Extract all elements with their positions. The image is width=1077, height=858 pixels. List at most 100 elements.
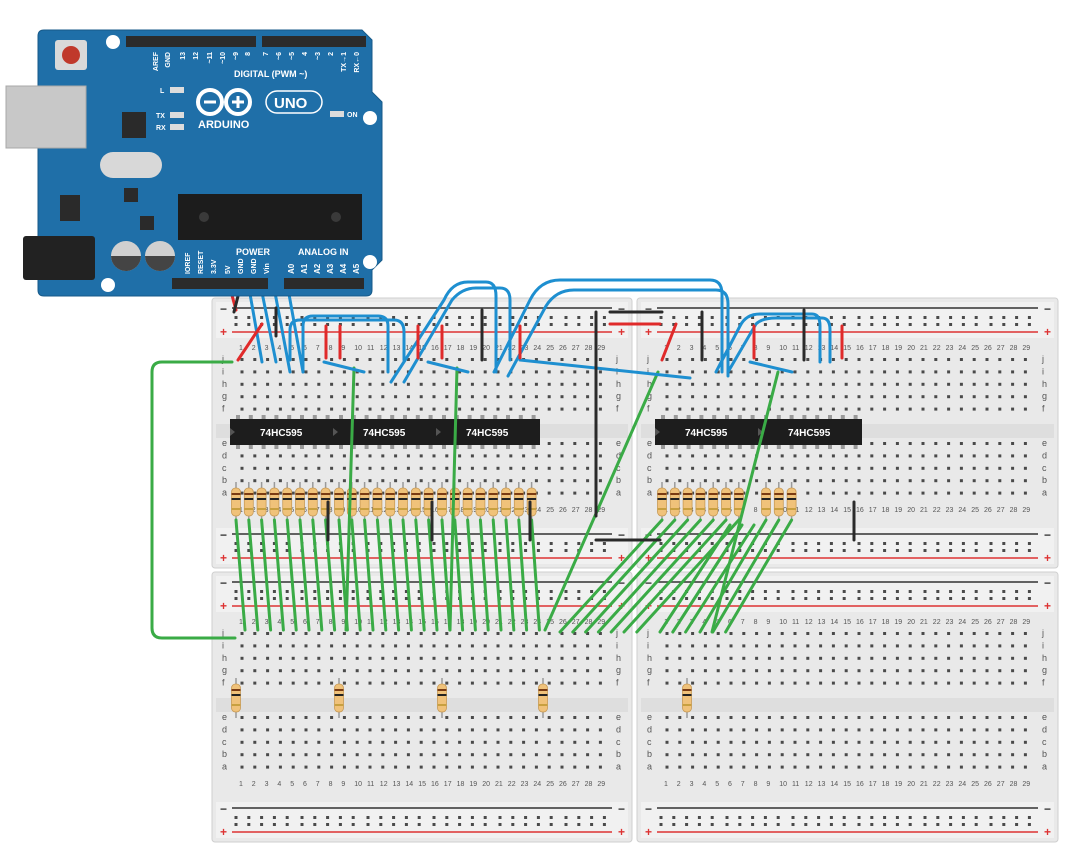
rail-hole: [923, 549, 927, 552]
terminal-hole: [470, 644, 474, 648]
rail-hole: [247, 823, 251, 826]
terminal-hole: [947, 644, 951, 648]
shift-register-chip[interactable]: 74HC595: [655, 415, 759, 449]
terminal-hole: [806, 370, 810, 374]
terminal-hole: [870, 479, 874, 483]
rail-hole: [804, 816, 808, 819]
chip-pin: [789, 445, 794, 449]
terminal-hole: [368, 728, 372, 732]
rail-hole: [524, 323, 528, 326]
terminal-hole: [1023, 753, 1027, 757]
rail-hole: [285, 823, 289, 826]
terminal-hole: [793, 466, 797, 470]
terminal-hole: [857, 491, 861, 495]
terminal-hole: [509, 669, 513, 673]
terminal-hole: [959, 669, 963, 673]
rail-hole: [817, 542, 821, 545]
shift-register-chip[interactable]: 74HC595: [230, 415, 334, 449]
terminal-hole: [355, 370, 359, 374]
terminal-hole: [883, 728, 887, 732]
column-number-label: 11: [792, 345, 799, 352]
rail-hole: [685, 823, 689, 826]
rail-hole: [883, 590, 887, 593]
terminal-hole: [253, 395, 257, 399]
shift-register-chip[interactable]: 74HC595: [758, 415, 862, 449]
shift-register-chip[interactable]: 74HC595: [333, 415, 437, 449]
reset-button-cap[interactable]: [62, 46, 80, 64]
column-number-label: 23: [521, 507, 529, 514]
terminal-hole: [883, 454, 887, 458]
rail-hole: [791, 590, 795, 593]
chip-body: [436, 419, 540, 445]
terminal-hole: [432, 382, 436, 386]
chip-pin: [248, 415, 253, 419]
terminal-hole: [934, 632, 938, 635]
terminal-hole: [985, 491, 989, 495]
terminal-hole: [266, 382, 270, 386]
terminal-hole: [998, 669, 1002, 673]
terminal-hole: [496, 454, 500, 458]
resistor-body: [501, 487, 511, 517]
rail-hole: [260, 549, 264, 552]
column-number-label: 5: [715, 345, 719, 352]
resistor-band: [244, 498, 254, 500]
blue-wire: [288, 318, 406, 362]
column-number-label: 23: [946, 619, 954, 626]
row-letter-label: a: [647, 488, 652, 498]
rail-hole: [366, 597, 370, 600]
terminal-hole: [780, 656, 784, 660]
digital-pin-label: AREF: [153, 51, 160, 71]
terminal-hole: [445, 656, 449, 660]
column-number-label: 13: [818, 345, 826, 352]
rail-hole: [404, 597, 408, 600]
terminal-hole: [406, 466, 410, 470]
rail-hole: [857, 542, 861, 545]
terminal-hole: [998, 358, 1002, 361]
row-letter-label: f: [616, 404, 619, 414]
shift-register-chip[interactable]: 74HC595: [436, 415, 540, 449]
terminal-hole: [691, 644, 695, 648]
terminal-hole: [742, 395, 746, 399]
terminal-hole: [755, 395, 759, 399]
resistor: [372, 482, 383, 522]
terminal-hole: [678, 454, 682, 458]
rail-hole: [483, 316, 487, 319]
column-number-label: 1: [239, 619, 243, 626]
terminal-hole: [716, 681, 720, 685]
column-number-label: 22: [933, 781, 941, 788]
terminal-hole: [317, 656, 321, 660]
terminal-hole: [394, 740, 398, 744]
terminal-hole: [934, 358, 938, 361]
terminal-hole: [857, 656, 861, 660]
rail-hole: [445, 816, 449, 819]
terminal-hole: [844, 479, 848, 483]
chip-pin: [493, 445, 498, 449]
terminal-hole: [291, 669, 295, 673]
resistor: [462, 482, 473, 522]
row-letter-label: g: [222, 391, 227, 401]
terminal-hole: [330, 669, 334, 673]
terminal-hole: [934, 454, 938, 458]
resistor-body: [372, 487, 383, 517]
terminal-hole: [547, 407, 551, 411]
terminal-hole: [573, 765, 577, 769]
resistor-band: [360, 508, 370, 510]
column-number-label: 20: [907, 781, 915, 788]
terminal-hole: [857, 765, 861, 769]
chip-pin: [377, 445, 382, 449]
rail-hole: [895, 542, 899, 545]
resistor-band: [734, 498, 744, 500]
terminal-hole: [291, 466, 295, 470]
resistor-band: [231, 508, 241, 510]
rail-hole: [300, 823, 304, 826]
column-number-label: 28: [1010, 507, 1018, 514]
terminal-hole: [819, 716, 823, 719]
rail-hole: [685, 316, 689, 319]
terminal-hole: [534, 669, 538, 673]
rail-hole: [857, 823, 861, 826]
column-number-label: 5: [290, 781, 294, 788]
rail-hole: [883, 542, 887, 545]
rail-hole: [536, 590, 540, 593]
row-letter-label: i: [222, 640, 224, 650]
